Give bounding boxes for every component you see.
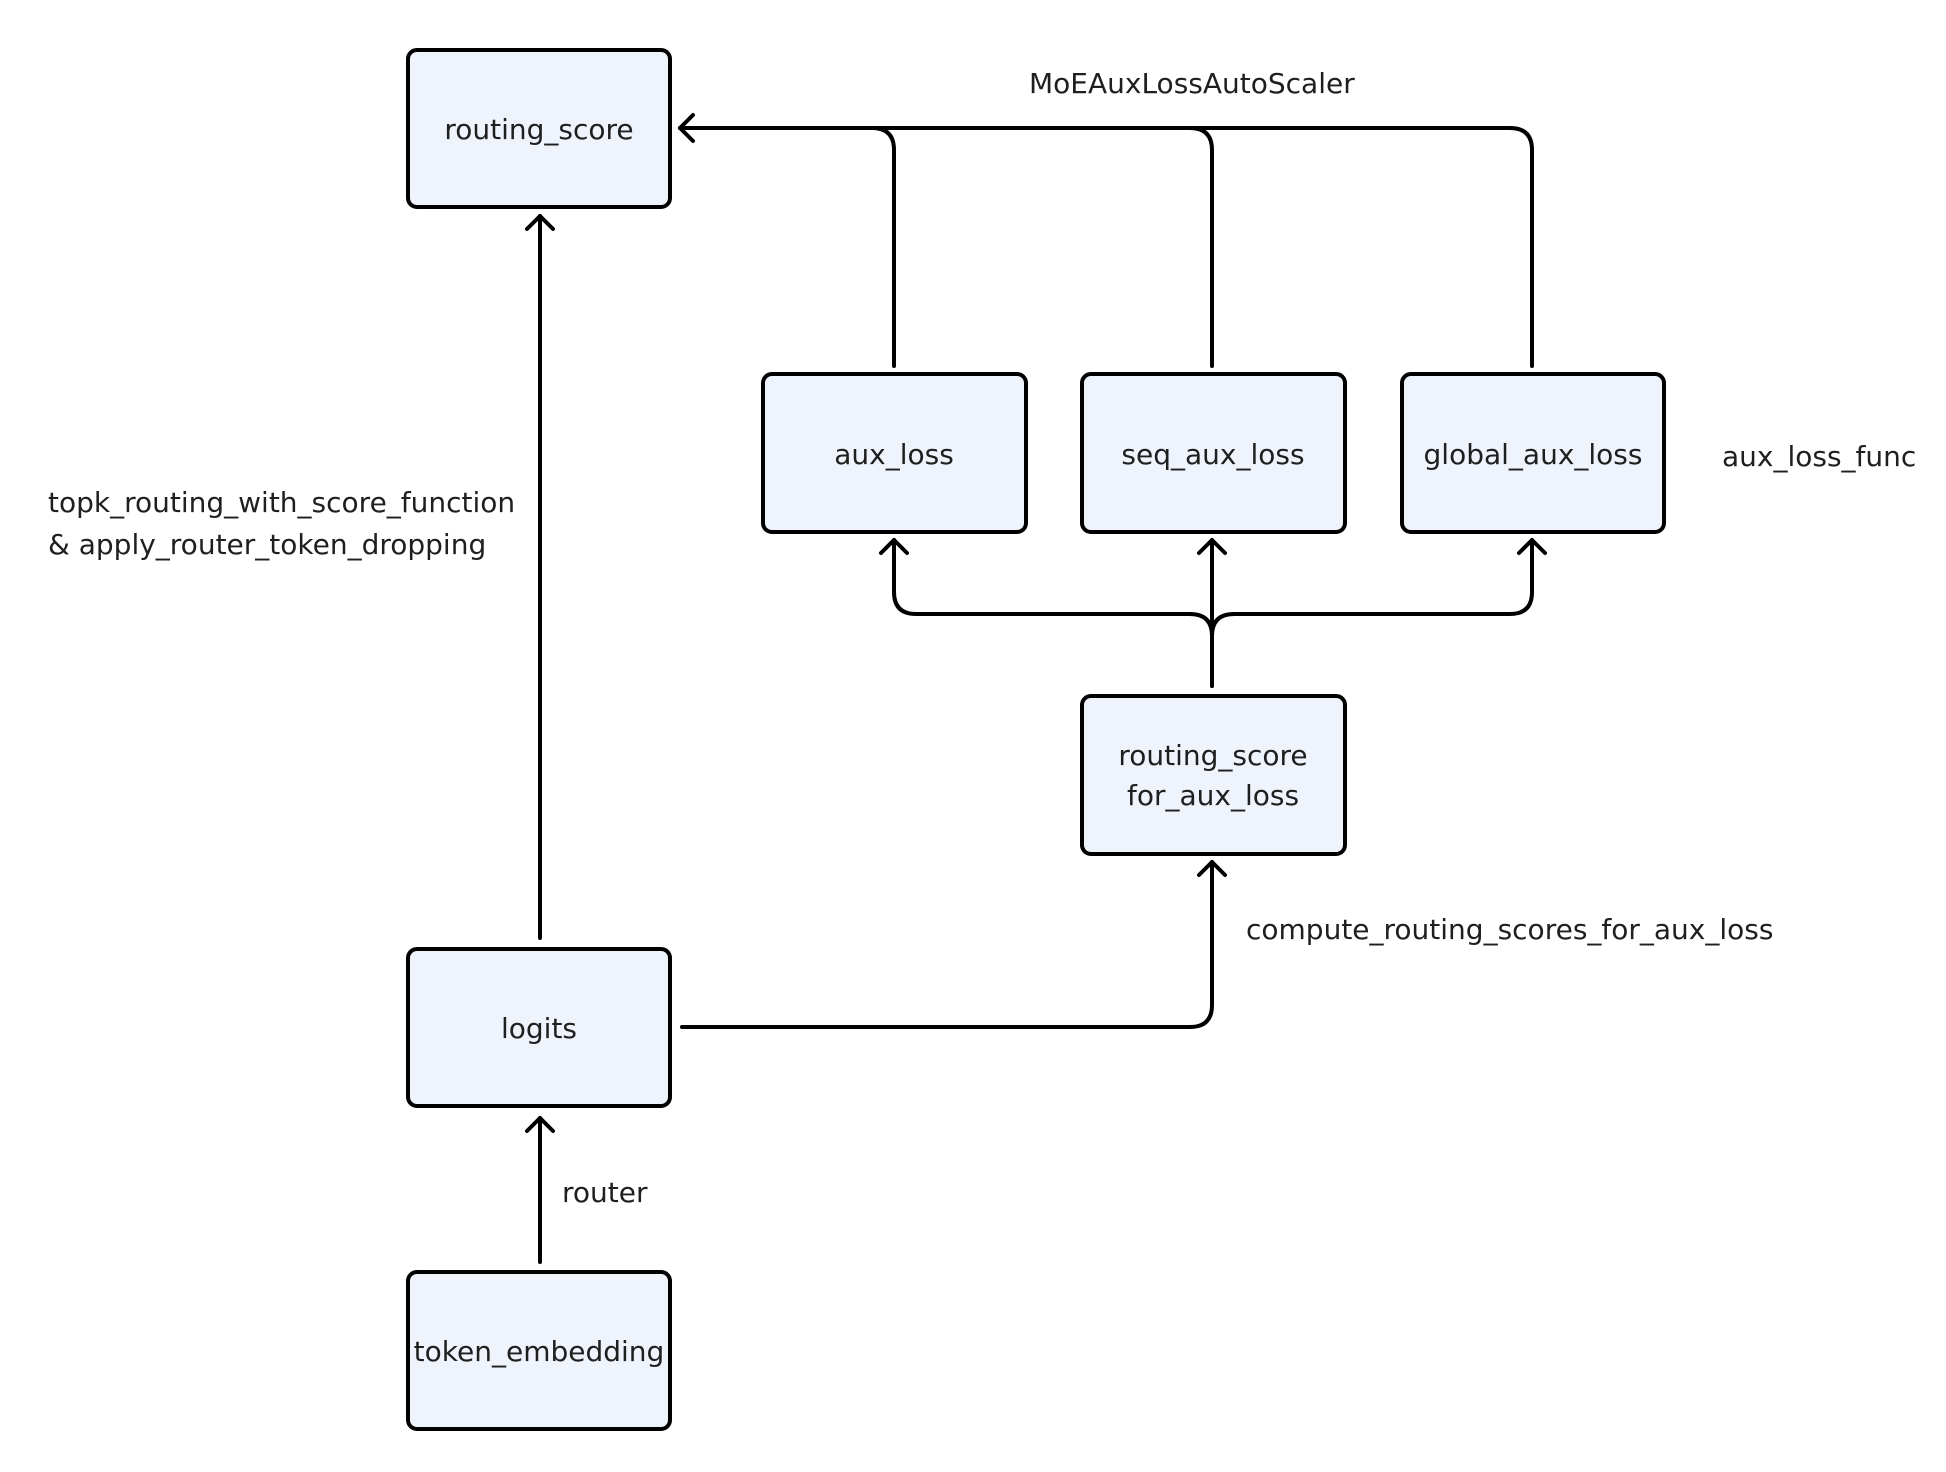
node-token-embedding: token_embedding <box>406 1270 672 1431</box>
arrowhead-seq-aux-loss-bottom <box>1197 538 1227 555</box>
edge-seq-aux-loss-merge <box>1188 126 1214 368</box>
edge-global-aux-loss-to-routing-score <box>678 126 1534 368</box>
node-logits: logits <box>406 947 672 1108</box>
label-router: router <box>562 1176 648 1209</box>
arrowhead-logits-bottom <box>525 1116 555 1133</box>
arrowhead-aux-loss-bottom <box>879 538 909 555</box>
node-global-aux-loss: global_aux_loss <box>1400 372 1666 534</box>
label-topk-routing-line1: topk_routing_with_score_function <box>48 486 515 519</box>
edge-split-to-global-aux-loss <box>1210 538 1534 638</box>
node-logits-label: logits <box>501 1012 577 1045</box>
label-compute-routing-scores: compute_routing_scores_for_aux_loss <box>1246 913 1773 946</box>
edge-aux-loss-merge <box>870 126 896 368</box>
arrowhead-routing-score-bottom <box>525 214 555 231</box>
node-routing-score-for-aux-loss-label-line1: routing_score <box>1118 739 1307 772</box>
label-topk-routing-line2: & apply_router_token_dropping <box>48 528 486 561</box>
edge-split-to-aux-loss <box>892 538 1214 688</box>
node-global-aux-loss-label: global_aux_loss <box>1424 438 1643 471</box>
arrowhead-routing-score-right <box>678 113 695 143</box>
edge-logits-to-routing-score-for-aux-loss <box>680 860 1214 1029</box>
node-seq-aux-loss: seq_aux_loss <box>1080 372 1347 534</box>
node-seq-aux-loss-label: seq_aux_loss <box>1121 438 1304 471</box>
label-moe-aux-loss-auto-scaler: MoEAuxLossAutoScaler <box>1029 67 1355 100</box>
node-routing-score: routing_score <box>406 48 672 209</box>
node-routing-score-for-aux-loss: routing_score for_aux_loss <box>1080 694 1347 856</box>
node-aux-loss-label: aux_loss <box>834 438 954 471</box>
label-aux-loss-func: aux_loss_func <box>1722 440 1916 473</box>
arrowhead-routing-score-for-aux-loss-bottom <box>1197 860 1227 877</box>
arrowhead-global-aux-loss-bottom <box>1517 538 1547 555</box>
node-routing-score-label: routing_score <box>444 113 633 146</box>
node-aux-loss: aux_loss <box>761 372 1028 534</box>
node-routing-score-for-aux-loss-label-line2: for_aux_loss <box>1127 779 1299 812</box>
node-token-embedding-label: token_embedding <box>414 1335 665 1368</box>
